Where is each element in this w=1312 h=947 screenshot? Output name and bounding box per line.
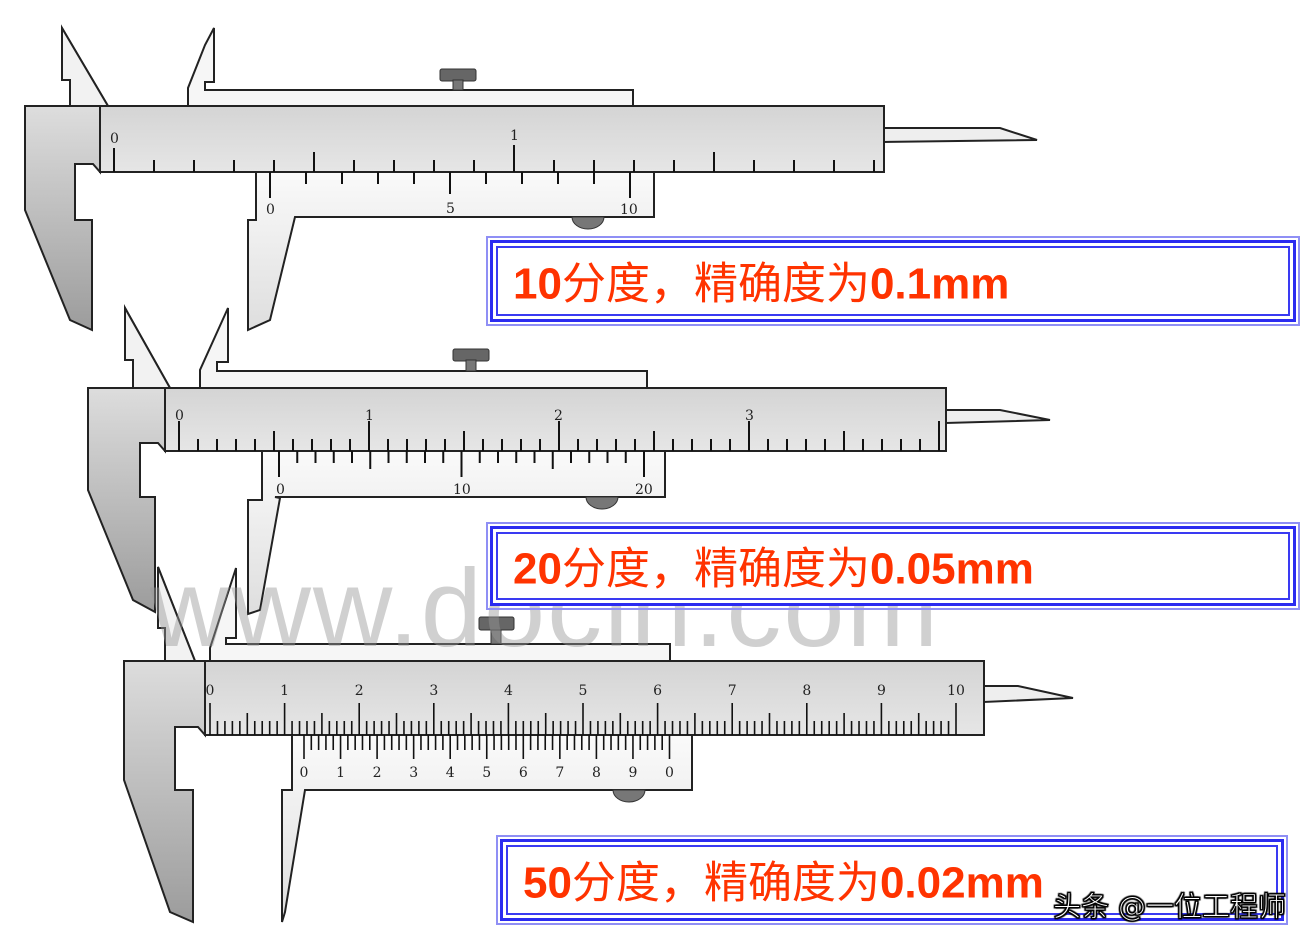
vernier-scale-label: 2 [373,765,382,781]
vernier-scale-label: 5 [446,201,455,217]
division-count: 10 [513,259,562,309]
main-scale-label: 3 [429,683,438,699]
main-scale-label: 2 [554,408,563,424]
precision-label-20: 20分度，精确度为0.05mm [486,522,1300,610]
vernier-scale-label: 10 [453,482,471,498]
vernier-slide [247,450,666,616]
division-count: 20 [513,544,562,594]
vernier-scale-label: 0 [300,765,309,781]
main-scale-label: 9 [877,683,886,699]
vernier-scale-label: 0 [266,202,275,218]
main-beam [99,105,885,173]
main-scale-label: 3 [745,408,754,424]
vernier-scale-label: 8 [592,765,601,781]
vernier-scale-label: 20 [635,482,653,498]
vernier-scale-label: 9 [628,765,637,781]
vernier-scale-label: 0 [276,482,285,498]
vernier-scale-label: 10 [620,202,638,218]
main-scale-label: 0 [175,408,184,424]
depth-rail [199,307,648,389]
vernier-scale-label: 7 [555,765,564,781]
main-beam [164,387,947,452]
depth-rail [209,567,671,662]
main-scale-label: 8 [802,683,811,699]
label-description: 分度，精确度为 [571,857,880,909]
main-scale-label: 10 [947,683,965,699]
lock-screw-icon [452,348,490,362]
caliper-20-divisions: 0 1 2 3 0 10 20 [87,304,1051,616]
caliper-10-divisions: 0 1 0 5 10 [24,24,1038,332]
caliper-50-divisions: 0 1 2 3 4 5 6 7 8 9 10 0 1 2 3 4 5 6 7 8 9 0 [123,566,1074,924]
precision-value: 0.05mm [869,544,1034,594]
division-count: 50 [523,858,572,908]
main-scale-label: 7 [728,683,737,699]
main-scale-label: 1 [510,128,519,144]
vernier-slide [281,734,693,923]
author-credit: 头条 @一位工程师 [1053,890,1287,924]
vernier-scale-label: 6 [519,765,528,781]
vernier-scale-label: 1 [336,765,345,781]
lock-screw-icon [439,68,477,82]
depth-rod [883,127,1038,144]
main-scale-label: 0 [110,131,119,147]
main-scale-label: 6 [653,683,662,699]
vernier-slide [247,171,655,332]
precision-value: 0.02mm [879,858,1044,908]
depth-rail [187,27,634,107]
main-scale-label: 2 [355,683,364,699]
main-beam [204,660,985,736]
vernier-scale-label: 5 [482,765,491,781]
vernier-scale-label: 4 [446,765,455,781]
vernier-scale-label: 3 [409,765,418,781]
main-scale [178,421,940,451]
main-scale-label: 1 [280,683,289,699]
depth-rod [983,685,1074,704]
main-scale-label: 0 [206,683,215,699]
main-scale [209,703,957,735]
vernier-scale [269,172,631,198]
lock-screw-icon [478,616,515,631]
vernier-scale-label: 0 [665,765,674,781]
main-scale-label: 5 [579,683,588,699]
vernier-scale [278,451,645,477]
main-scale [113,145,875,172]
depth-rod [945,409,1051,425]
vernier-scale [303,735,671,759]
label-description: 分度，精确度为 [561,258,870,310]
main-scale-label: 1 [365,408,374,424]
precision-value: 0.1mm [869,259,1010,309]
precision-label-50: 50分度，精确度为0.02mm [496,835,1288,925]
precision-label-10: 10分度，精确度为0.1mm [486,236,1300,326]
main-scale-label: 4 [504,683,513,699]
label-description: 分度，精确度为 [561,543,870,595]
